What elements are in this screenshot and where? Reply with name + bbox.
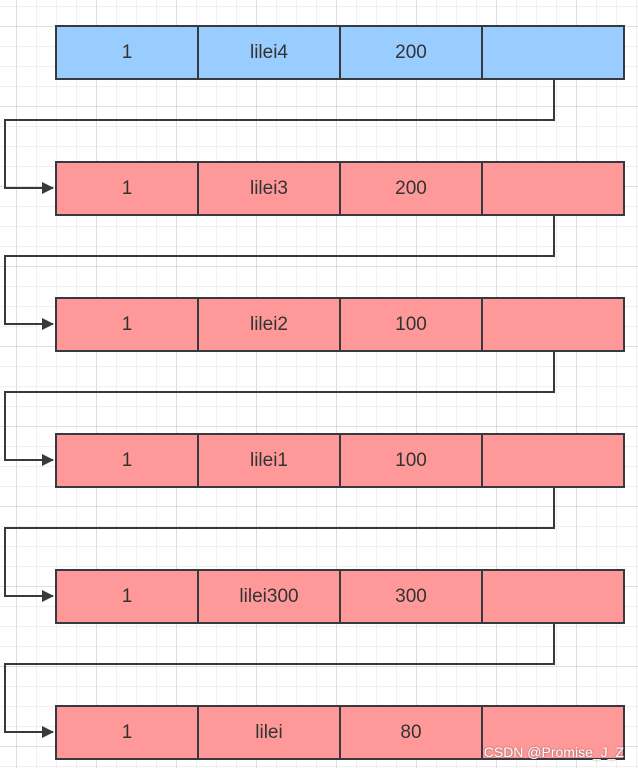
- node-name-cell: lilei4: [197, 25, 341, 80]
- node-value-cell: 300: [339, 569, 483, 624]
- list-node-head: 1 lilei4 200: [55, 25, 625, 80]
- pointer-arrow-3: [4, 352, 555, 466]
- list-node: 1 lilei1 100: [55, 433, 625, 488]
- node-name-cell: lilei3: [197, 161, 341, 216]
- watermark-text: CSDN @Promise_J_Z: [483, 744, 624, 760]
- node-value-cell: 100: [339, 297, 483, 352]
- node-id-cell: 1: [55, 25, 199, 80]
- node-id-cell: 1: [55, 161, 199, 216]
- list-node: 1 lilei300 300: [55, 569, 625, 624]
- node-id-cell: 1: [55, 297, 199, 352]
- node-id-cell: 1: [55, 705, 199, 760]
- pointer-arrow-4: [4, 488, 555, 602]
- node-pointer-cell: [481, 569, 625, 624]
- node-name-cell: lilei300: [197, 569, 341, 624]
- list-node: 1 lilei2 100: [55, 297, 625, 352]
- pointer-arrow-2: [4, 216, 555, 330]
- node-value-cell: 80: [339, 705, 483, 760]
- node-pointer-cell: [481, 161, 625, 216]
- node-value-cell: 100: [339, 433, 483, 488]
- node-name-cell: lilei1: [197, 433, 341, 488]
- node-pointer-cell: [481, 433, 625, 488]
- node-value-cell: 200: [339, 161, 483, 216]
- pointer-arrow-1: [4, 80, 555, 194]
- node-name-cell: lilei: [197, 705, 341, 760]
- node-value-cell: 200: [339, 25, 483, 80]
- list-node: 1 lilei3 200: [55, 161, 625, 216]
- node-pointer-cell: [481, 705, 625, 760]
- node-name-cell: lilei2: [197, 297, 341, 352]
- node-pointer-cell: [481, 297, 625, 352]
- list-node-tail: 1 lilei 80: [55, 705, 625, 760]
- node-pointer-cell: [481, 25, 625, 80]
- node-id-cell: 1: [55, 433, 199, 488]
- node-id-cell: 1: [55, 569, 199, 624]
- pointer-arrow-5: [4, 624, 555, 738]
